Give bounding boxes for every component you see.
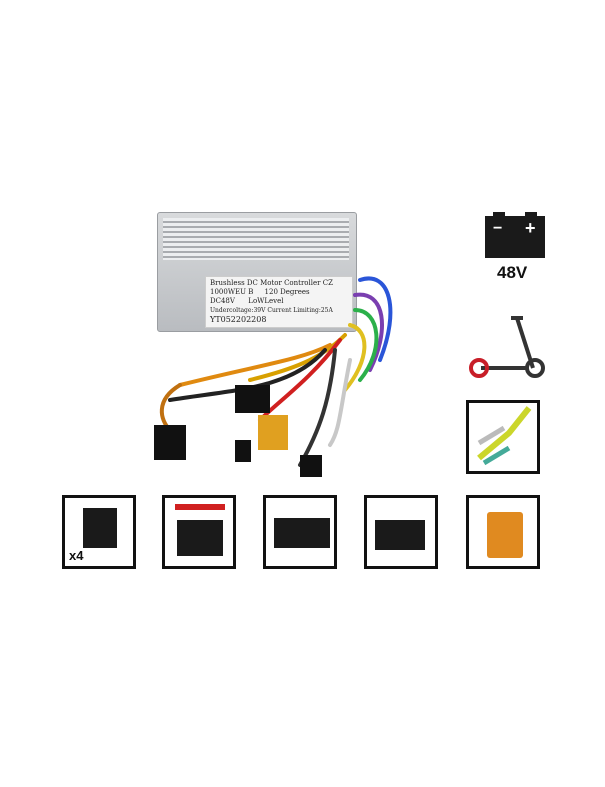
connector	[235, 385, 270, 413]
heatsink-fins	[163, 218, 349, 260]
connector-5pin-image	[263, 495, 337, 569]
controller-label: Brushless DC Motor Controller CZ 1000WEU…	[205, 276, 353, 328]
label-serial: YT052202208	[210, 315, 267, 324]
connector-3pin-image	[162, 495, 236, 569]
plus-sign: +	[525, 218, 536, 238]
label-voltage: DC48V	[210, 297, 235, 305]
scooter-icon	[469, 316, 545, 378]
phase-wire-terminals-image	[466, 400, 540, 474]
label-line: Brushless DC Motor Controller CZ	[210, 279, 333, 287]
label-degrees: 120 Degrees	[264, 288, 310, 296]
label-line: 1000WEU B 120 Degrees	[210, 288, 348, 297]
battery-icon: − +	[485, 212, 545, 258]
wires-and-connectors	[154, 276, 393, 477]
connector-6pin-image	[364, 495, 438, 569]
voltage-label: 48V	[497, 263, 528, 282]
xt60-connector	[258, 415, 288, 450]
label-model: 1000WEU B	[210, 288, 254, 296]
label-line: DC48V LoWLevel	[210, 297, 348, 306]
quantity-label: x4	[69, 548, 84, 563]
connector	[300, 455, 322, 477]
label-line: Undercoltage:39V Current Limiting:25A	[210, 307, 333, 314]
label-level: LoWLevel	[248, 297, 284, 305]
connector	[235, 440, 251, 462]
connector-4x-image: x4	[62, 495, 136, 569]
xt60-connector-image	[466, 495, 540, 569]
minus-sign: −	[493, 220, 503, 237]
hall-connector	[154, 425, 186, 460]
